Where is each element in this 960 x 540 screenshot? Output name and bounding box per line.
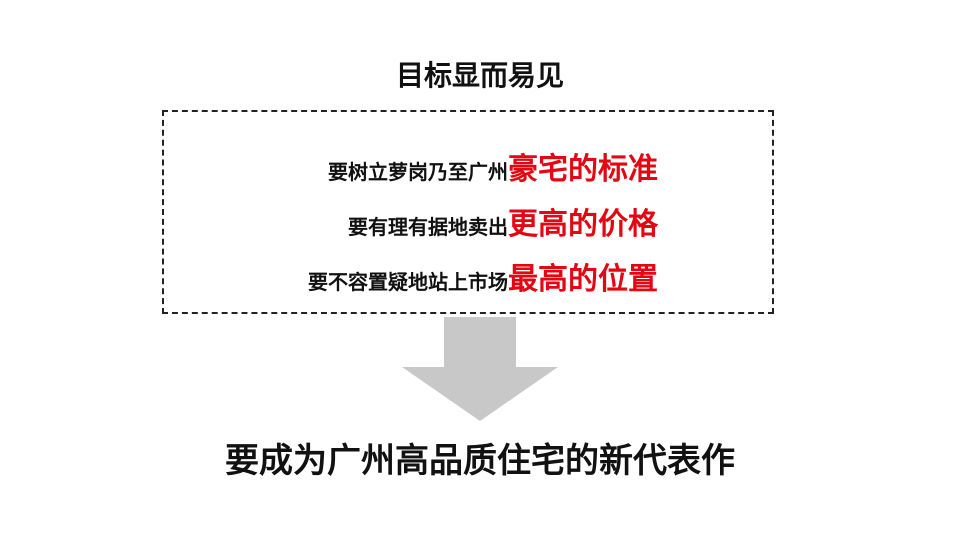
conclusion-text: 要成为广州高品质住宅的新代表作 [225,441,735,481]
goal-line-1: 要树立萝岗乃至广州豪宅的标准 [328,144,658,188]
goal-line-3-highlight: 最高的位置 [508,262,658,297]
goal-line-2-prefix: 要有理有据地卖出 [348,215,508,239]
goal-line-3: 要不容置疑地站上市场最高的位置 [308,254,658,298]
goal-line-1-highlight: 豪宅的标准 [508,152,658,187]
down-arrow-icon [402,317,558,421]
goal-line-2-highlight: 更高的价格 [508,207,658,242]
slide-title: 目标显而易见 [395,59,564,92]
goal-line-1-prefix: 要树立萝岗乃至广州 [328,160,508,184]
goal-line-3-prefix: 要不容置疑地站上市场 [308,270,508,294]
goals-box: 要树立萝岗乃至广州豪宅的标准 要有理有据地卖出更高的价格 要不容置疑地站上市场最… [162,110,774,314]
goal-line-2: 要有理有据地卖出更高的价格 [348,199,658,243]
